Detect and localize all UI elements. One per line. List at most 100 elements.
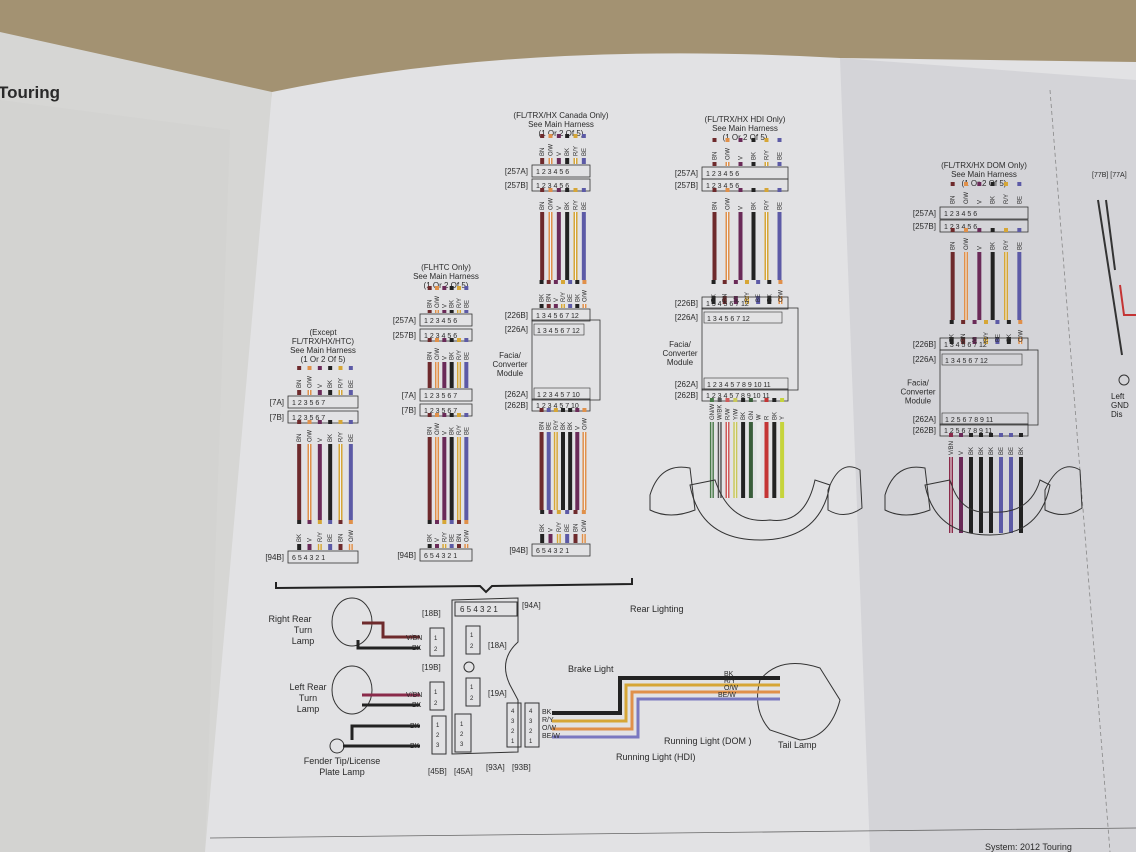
wire-label: V [959, 451, 965, 455]
connector-body [701, 178, 789, 192]
wire-label: V [554, 298, 560, 302]
connector-body [531, 543, 591, 557]
connector-label: [226A] [675, 313, 698, 322]
connector-18a: [18A] [488, 641, 507, 650]
wire-label: R/Y [339, 378, 345, 388]
wire-terminal [964, 182, 968, 186]
left-rear-turn-label-1: Left Rear [289, 682, 326, 692]
wire-terminal [427, 338, 432, 342]
connector-18b: [18B] [422, 609, 441, 618]
rear-lighting-section: Rear Lighting 6 5 4 3 2 1 [94A] [18B] [1… [268, 597, 841, 777]
wire-terminal [568, 280, 573, 284]
connector-label: [257A] [393, 316, 416, 325]
wire-label: R [765, 415, 771, 420]
wire-label: O/W [549, 144, 555, 156]
wire-terminal [733, 398, 738, 402]
wire-terminal [573, 134, 578, 138]
wire-label: BK [724, 671, 734, 678]
wire-label: BK [450, 300, 456, 308]
connector-label: [226B] [913, 340, 936, 349]
wire-label: BN [540, 422, 546, 430]
wire-label: V [442, 356, 448, 360]
wire-terminal [950, 228, 955, 232]
wire-label: BE [464, 300, 470, 308]
connector-pins: 6 5 4 3 2 1 [292, 555, 325, 562]
module-name: Module [497, 369, 524, 378]
wire-label: BK [328, 380, 334, 388]
wire-label: O/W [582, 520, 588, 532]
connector-label: [262B] [913, 426, 936, 435]
connector-pins: 1 2 3 4 5 7 10 [536, 403, 579, 410]
wire-terminal [1004, 182, 1008, 186]
wire-label: V [318, 438, 324, 442]
pin: 2 [460, 732, 464, 738]
connector-pins: 1 2 3 4 5 6 [536, 169, 569, 176]
wire-terminal [435, 413, 439, 417]
pin: 1 [511, 739, 515, 745]
wire-terminal [573, 188, 578, 192]
harness-header-line: (1 Or 2 Of 5) [424, 281, 469, 290]
wire-label: BE/W [542, 733, 560, 740]
wire-label: BN [574, 524, 580, 532]
wire-terminal [442, 520, 447, 524]
connector-label: [94B] [509, 546, 528, 555]
wire-label: BK [450, 352, 456, 360]
wire-label: O/W [724, 685, 738, 692]
harness-header-line: (1 Or 2 Of 5) [539, 129, 584, 138]
harness-header-line: (FLHTC Only) [421, 263, 471, 272]
wire-label: BK [412, 645, 422, 652]
wire-terminal [1019, 433, 1023, 437]
connector-label: [257A] [675, 169, 698, 178]
wire-terminal [328, 366, 333, 370]
connector-body [419, 388, 473, 402]
wire-label: O/W [435, 423, 441, 435]
wire-label: O/W [435, 296, 441, 308]
harness-header-line: (1 Or 2 Of 5) [301, 355, 346, 364]
tail-lamp-icon [757, 663, 841, 741]
wire-terminal [449, 286, 454, 290]
wire-terminal [435, 338, 439, 342]
fairing-hdi [649, 466, 863, 541]
connector-pins: 1 2 3 4 5 6 [706, 171, 739, 178]
right-rear-turn-label-2: Turn [294, 625, 312, 635]
connector-pins: 1 2 3 5 6 7 [424, 408, 457, 415]
connector-label: [257A] [913, 209, 936, 218]
wire-terminal [348, 520, 353, 524]
wire-terminal [949, 433, 953, 437]
wire-label: BK [712, 294, 718, 302]
wire-terminal [338, 420, 343, 424]
wire-terminal [307, 420, 312, 424]
connector-pins: 1 2 3 5 6 7 [292, 400, 325, 407]
module-pins-top: 1 3 4 5 6 7 12 [537, 328, 580, 335]
connector-body [531, 164, 591, 178]
wire-label: BE [464, 352, 470, 360]
wire-label: BK [542, 709, 552, 716]
module-pins-bottom: 1 2 3 4 5 7 8 9 10 11 [707, 382, 771, 389]
wire-label: BK [772, 412, 778, 420]
wire-label: BE [450, 534, 456, 542]
module-name: Converter [662, 349, 697, 358]
wire-terminal [464, 413, 469, 417]
wire-label: O/W [308, 430, 314, 442]
wire-terminal [712, 188, 717, 192]
wire-terminal [756, 398, 761, 402]
wire-terminal [1018, 320, 1023, 324]
wire-terminal [764, 188, 769, 192]
module-pins-bottom: 1 2 3 4 5 7 10 [537, 392, 580, 399]
wire-label: O/W [582, 290, 588, 302]
connector-label: [94B] [397, 551, 416, 560]
wire-label: V [557, 152, 563, 156]
connector-19a: [19A] [488, 689, 507, 698]
connector-body [287, 395, 359, 409]
wire-label: BE [1009, 447, 1015, 455]
wire-label: V [442, 304, 448, 308]
module-pins-top: 1 3 4 5 6 7 12 [945, 358, 988, 365]
harness-column: (FL/TRX/HX DOM Only)See Main Harness(1 O… [900, 161, 1039, 533]
connector-label: [257B] [393, 331, 416, 340]
wire-label: BN [297, 434, 303, 442]
wire-label: BN [951, 196, 957, 204]
brake-light-label: Brake Light [568, 664, 614, 674]
connector-label: [257B] [913, 222, 936, 231]
pin: 1 [436, 723, 440, 729]
